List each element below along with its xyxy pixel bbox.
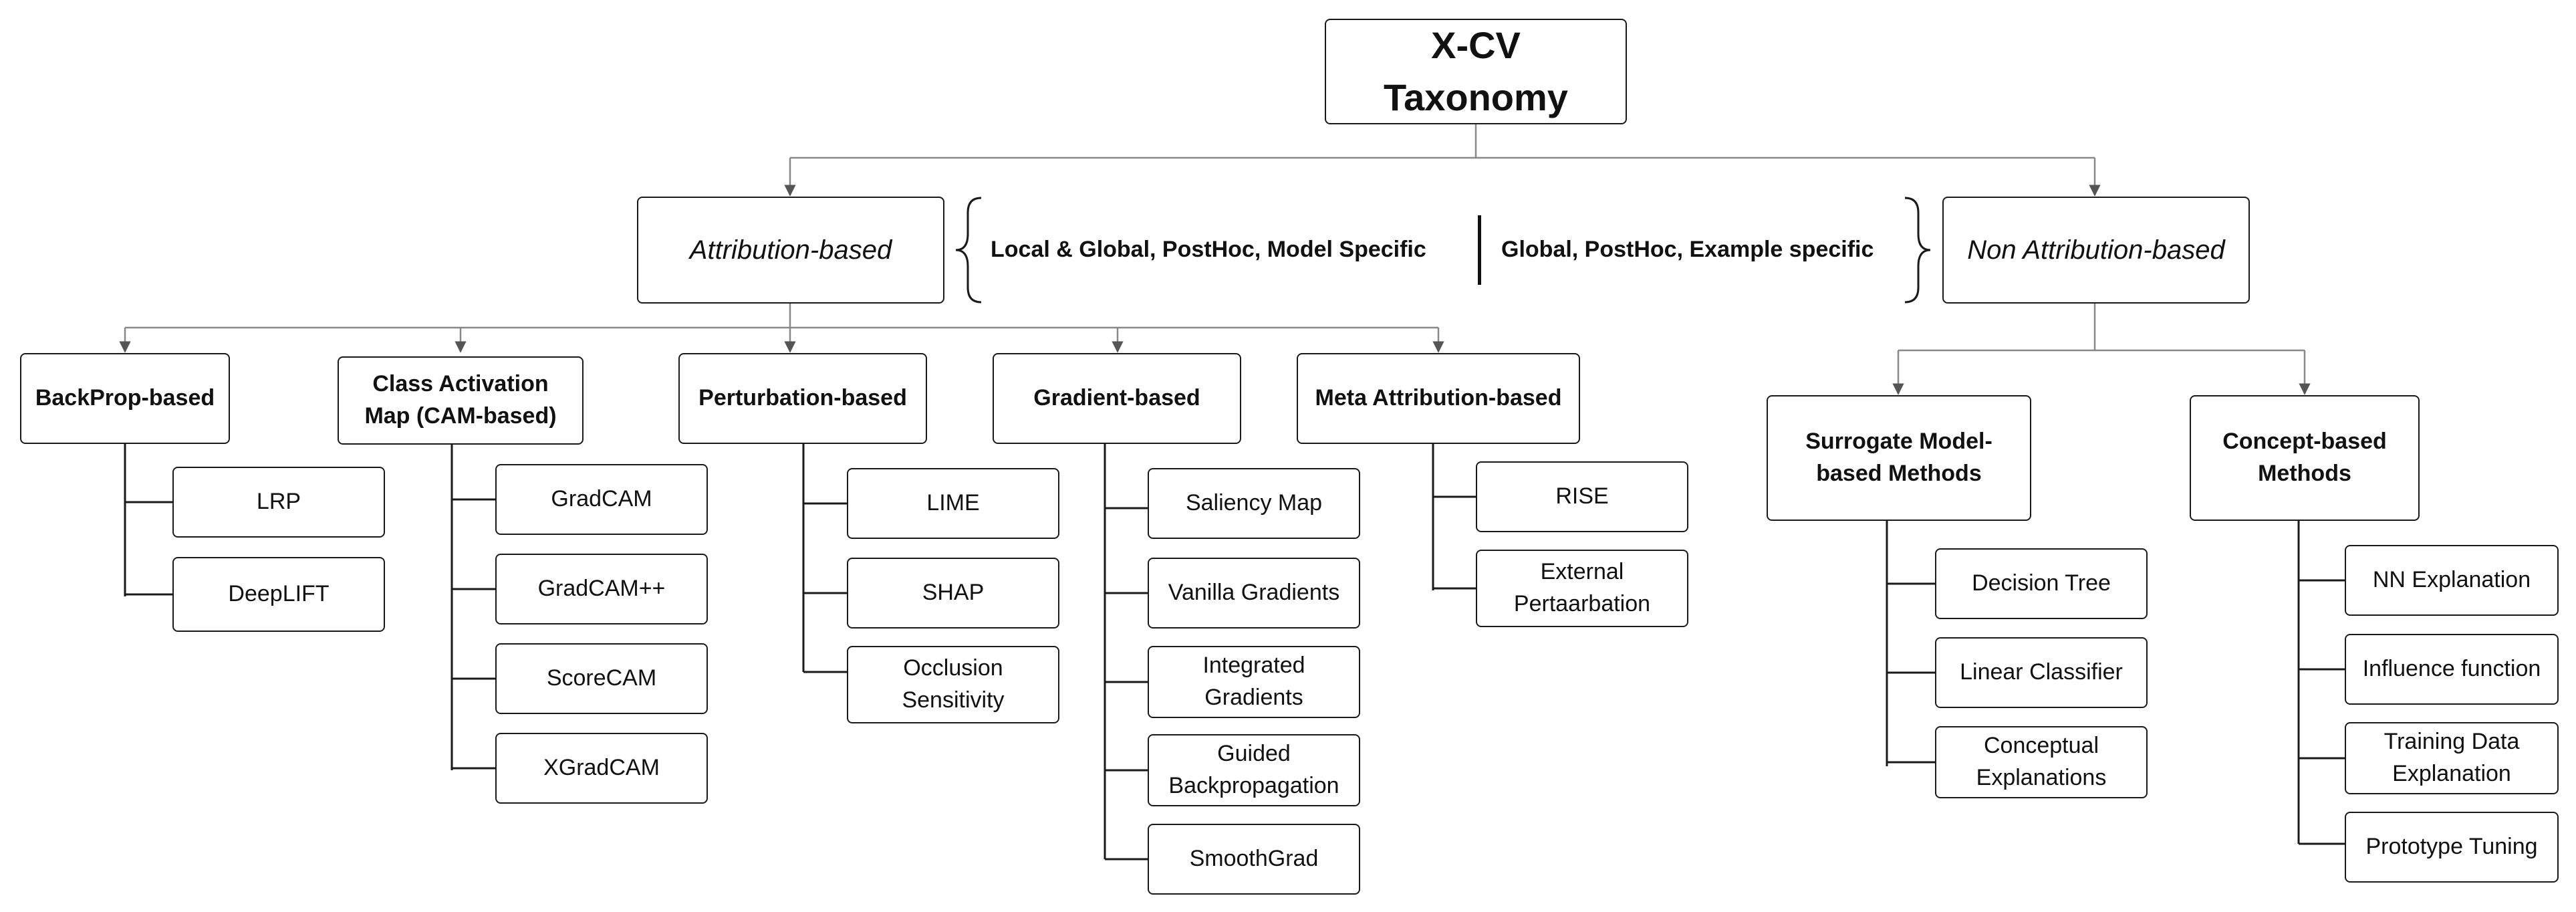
method-occlusion-sensitivity: Occlusion Sensitivity — [847, 646, 1059, 723]
attribution-based-node: Attribution-based — [637, 197, 944, 304]
method-external-perturbation: External Pertaarbation — [1476, 550, 1688, 627]
method-gradcam-plus-plus: GradCAM++ — [495, 554, 708, 624]
category-surrogate-model: Surrogate Model-based Methods — [1767, 395, 2031, 521]
method-saliency-map: Saliency Map — [1148, 468, 1360, 539]
non-attribution-based-node: Non Attribution-based — [1942, 197, 2250, 304]
method-vanilla-gradients: Vanilla Gradients — [1148, 558, 1360, 629]
notes-divider — [1478, 215, 1481, 285]
category-backprop: BackProp-based — [20, 353, 230, 444]
method-linear-classifier: Linear Classifier — [1935, 637, 2148, 708]
method-xgradcam: XGradCAM — [495, 733, 708, 804]
category-meta-attribution: Meta Attribution-based — [1297, 353, 1580, 444]
method-decision-tree: Decision Tree — [1935, 548, 2148, 619]
taxonomy-root: X-CV Taxonomy — [1325, 19, 1627, 124]
left-curly-brace — [955, 197, 982, 304]
attribution-properties-note: Local & Global, PostHoc, Model Specific — [991, 237, 1426, 262]
category-cam: Class Activation Map (CAM-based) — [338, 356, 584, 445]
method-training-data-explanation: Training Data Explanation — [2345, 722, 2559, 794]
method-deeplift: DeepLIFT — [172, 557, 385, 632]
method-rise: RISE — [1476, 461, 1688, 532]
category-concept-based: Concept-based Methods — [2190, 395, 2420, 521]
category-gradient: Gradient-based — [993, 353, 1241, 444]
category-perturbation: Perturbation-based — [678, 353, 927, 444]
method-shap: SHAP — [847, 558, 1059, 629]
method-influence-function: Influence function — [2345, 634, 2559, 705]
method-prototype-tuning: Prototype Tuning — [2345, 812, 2559, 883]
method-lrp: LRP — [172, 467, 385, 538]
non-attribution-properties-note: Global, PostHoc, Example specific — [1501, 237, 1874, 262]
method-conceptual-explanations: Conceptual Explanations — [1935, 726, 2148, 798]
right-curly-brace — [1904, 197, 1931, 304]
method-gradcam: GradCAM — [495, 464, 708, 535]
method-guided-backpropagation: Guided Backpropagation — [1148, 734, 1360, 806]
method-lime: LIME — [847, 468, 1059, 539]
method-nn-explanation: NN Explanation — [2345, 545, 2559, 616]
method-integrated-gradients: Integrated Gradients — [1148, 646, 1360, 718]
method-scorecam: ScoreCAM — [495, 643, 708, 714]
method-smoothgrad: SmoothGrad — [1148, 824, 1360, 895]
